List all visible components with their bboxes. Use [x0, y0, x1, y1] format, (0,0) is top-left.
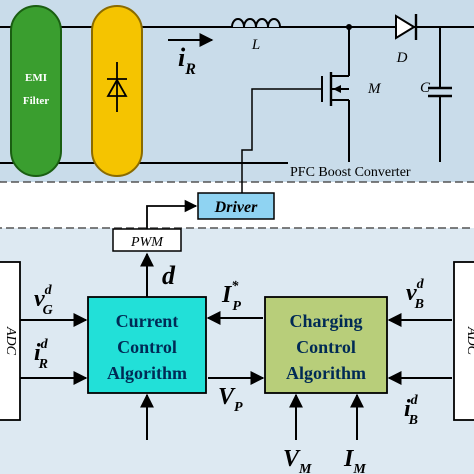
capacitor-label: C [420, 80, 431, 96]
diode-icon [395, 14, 416, 40]
charging-ctrl-3: Algorithm [286, 363, 366, 383]
charging-ctrl-1: Charging [289, 311, 362, 331]
adc-right-label: ADC [464, 326, 474, 356]
ir-main-label: iR [178, 43, 196, 78]
ip-label: I*P [221, 279, 241, 314]
diode-label: D [396, 50, 408, 66]
current-ctrl-1: Current [116, 311, 179, 331]
gate-drive-wire [241, 88, 322, 203]
current-ctrl-3: Algorithm [107, 363, 187, 383]
control-panel [0, 227, 474, 474]
adc-left-label: ADC [3, 326, 18, 356]
pfc-label-bg [288, 162, 474, 178]
inductor-label: L [251, 37, 260, 53]
driver-block [197, 192, 275, 220]
emi-label-2: Filter [23, 95, 49, 107]
pwm-driver-wire [146, 199, 198, 229]
pwm-label: PWM [130, 235, 164, 250]
emi-filter-block [10, 5, 62, 177]
inductor-icon [231, 18, 281, 28]
im-label: IM [343, 446, 366, 474]
mosfet-arrow-icon [333, 85, 341, 93]
mosfet-label: M [367, 81, 382, 97]
vp-label: VP [218, 384, 243, 415]
vm-label: VM [283, 446, 312, 474]
rectifier-diode-icon [106, 78, 128, 97]
charging-ctrl-2: Control [296, 337, 356, 357]
current-control-block [87, 296, 207, 394]
adc-right-block [453, 261, 474, 421]
driver-label: Driver [214, 199, 258, 216]
charging-control-block [264, 296, 388, 394]
d-label: d [162, 261, 176, 290]
adc-left-block [0, 261, 21, 421]
pfc-label: PFC Boost Converter [290, 165, 411, 180]
emi-label-1: EMI [25, 72, 47, 84]
current-ctrl-2: Control [117, 337, 177, 357]
